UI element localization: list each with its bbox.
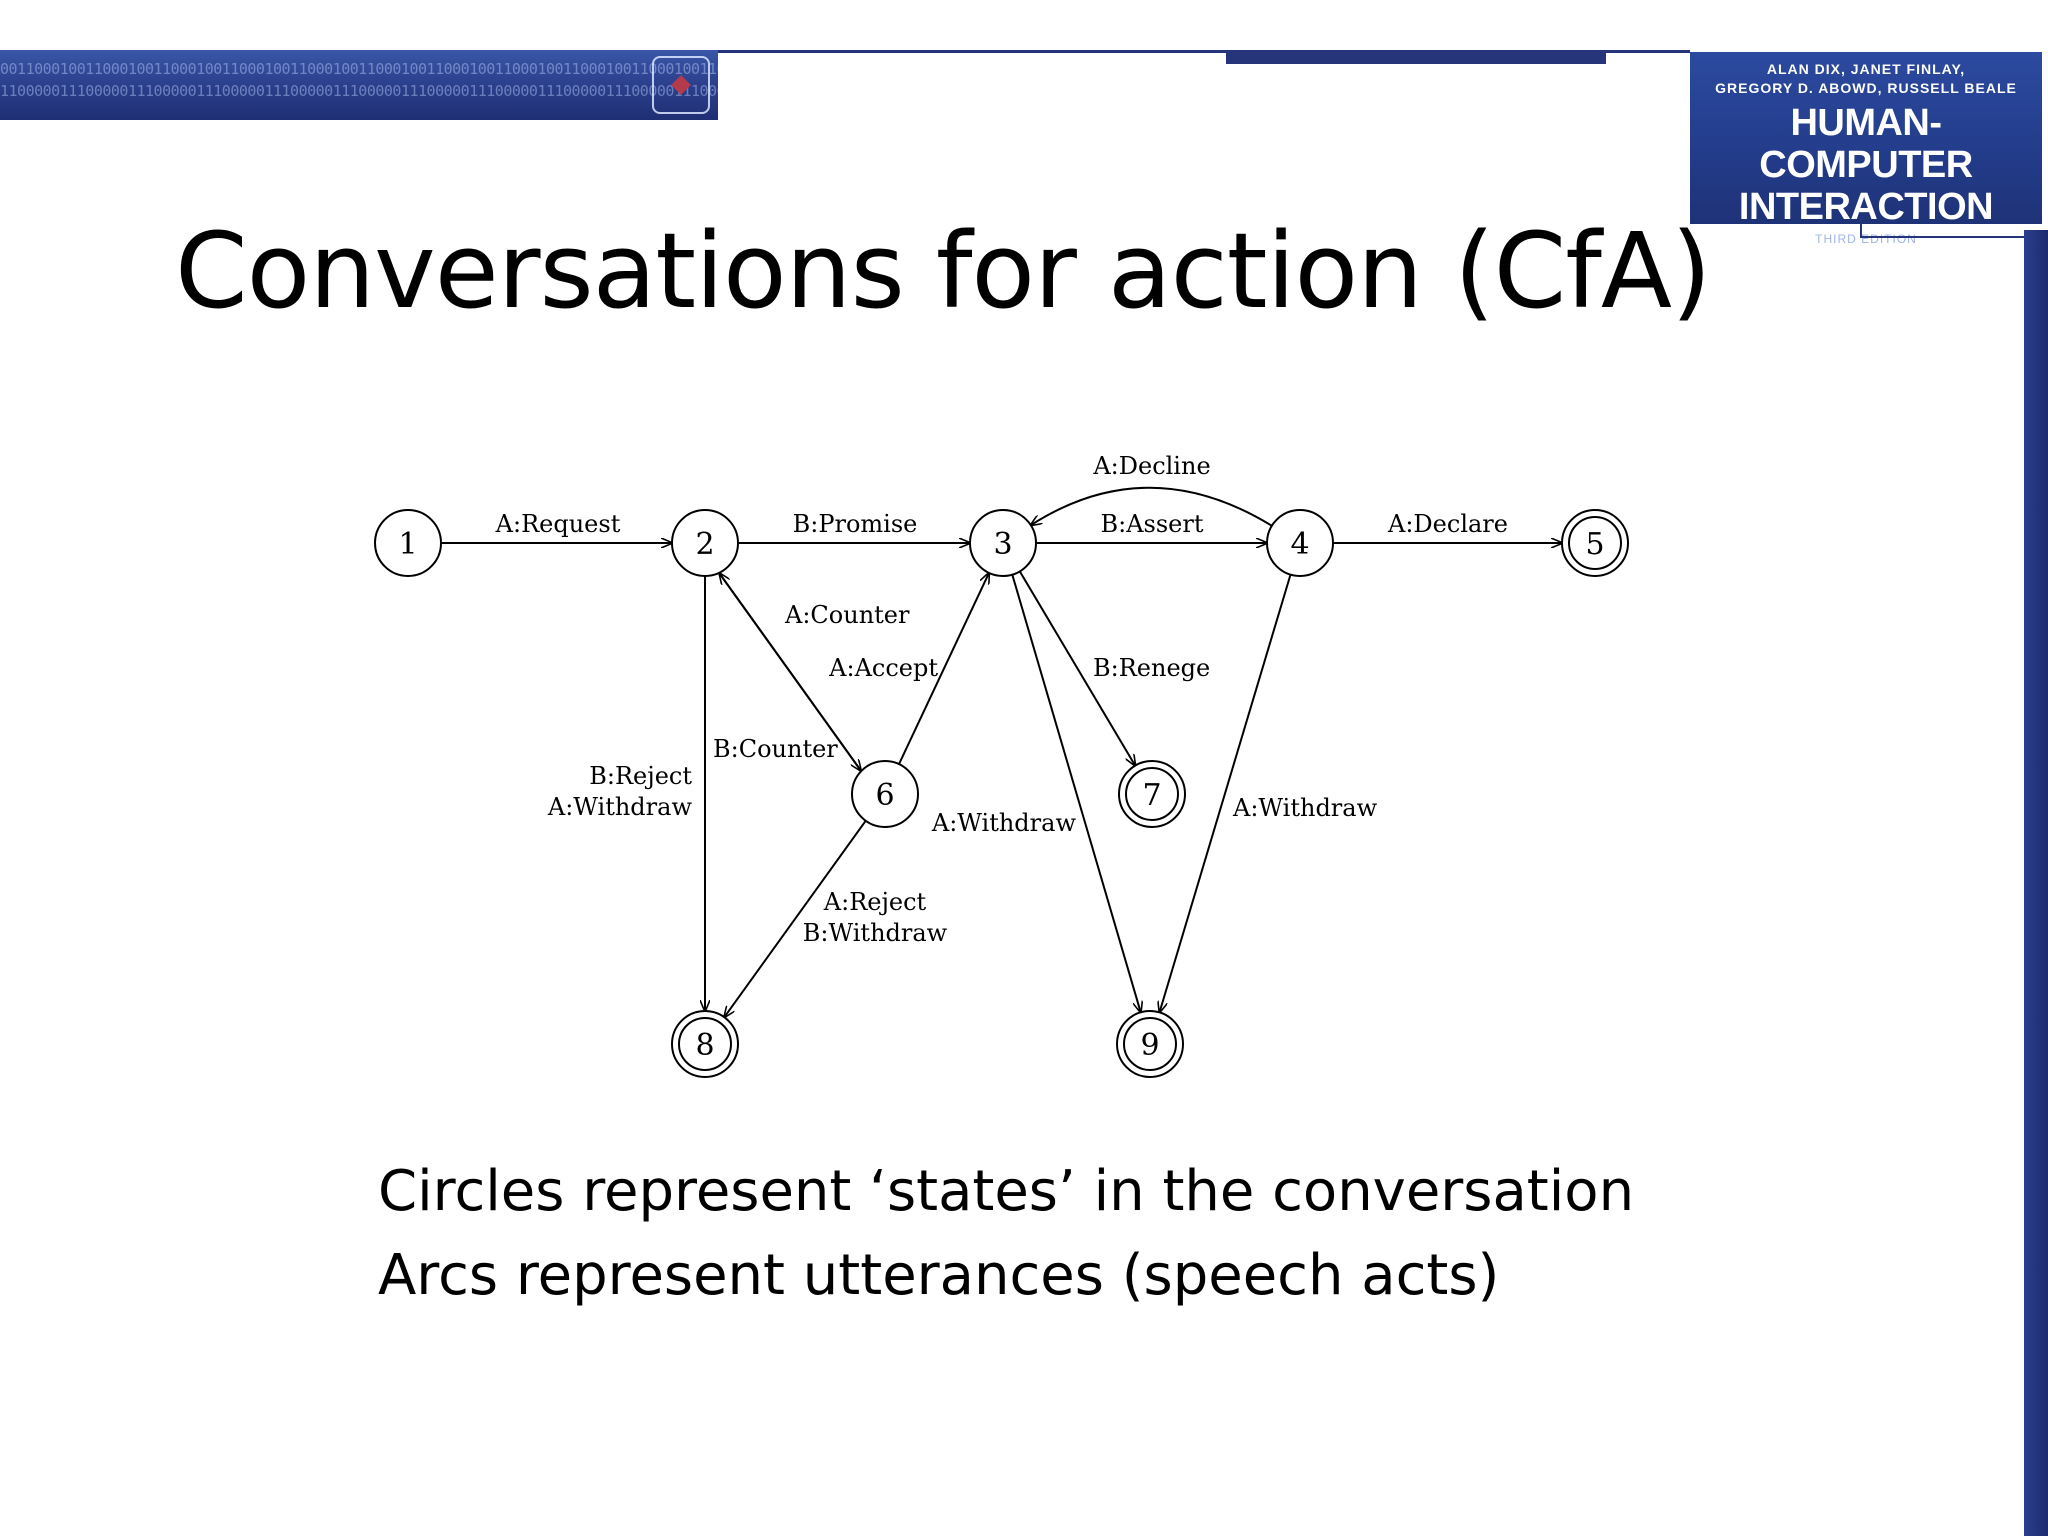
arc-label-4-to-5: A:Declare (1387, 510, 1508, 538)
state-circle (851, 760, 919, 828)
state-label: 9 (1140, 1028, 1159, 1063)
book-authors: ALAN DIX, JANET FINLAY, GREGORY D. ABOWD… (1715, 61, 2017, 96)
banner-binary-row-2: 1100000111000001110000011100000111000001… (0, 82, 718, 100)
state-label: 1 (398, 527, 417, 562)
state-6: 6 (851, 760, 919, 828)
arc-label-line: A:Withdraw (547, 793, 693, 821)
banner-logo-icon (652, 56, 710, 114)
state-label: 2 (695, 527, 714, 562)
state-circle (1118, 760, 1186, 828)
arc-4-to-9 (1160, 574, 1292, 1013)
arc-label-1-to-2: A:Request (495, 510, 621, 538)
states-layer: 1 2 3 4 5 6 7 8 9 (374, 509, 1629, 1078)
arc-label-line: B:Promise (793, 510, 918, 538)
state-8: 8 (671, 1010, 739, 1078)
arc-label-4-to-9: A:Withdraw (1232, 794, 1378, 822)
bullet-item-states: Circles represent ‘states’ in the conver… (378, 1159, 1635, 1224)
header-banner: 0011000100110001001100010011000100110001… (0, 50, 718, 120)
arc-label-line: A:Request (495, 510, 621, 538)
arc-label-line: A:Withdraw (931, 809, 1077, 837)
arc-label-3-to-9: A:Withdraw (931, 809, 1077, 837)
arc-label-2-to-3: B:Promise (793, 510, 918, 538)
bullet-list: Circles represent ‘states’ in the conver… (378, 1150, 1634, 1318)
state-final-ring (1125, 767, 1179, 821)
state-3: 3 (969, 509, 1037, 577)
state-circle (671, 1010, 739, 1078)
arc-label-line: A:Counter (784, 601, 910, 629)
arc-label-line: B:Reject (589, 762, 692, 790)
bullet-item-arcs: Arcs represent utterances (speech acts) (378, 1243, 1500, 1308)
arc-label-line: B:Renege (1093, 654, 1210, 682)
arcs-layer (441, 486, 1562, 1017)
state-2: 2 (671, 509, 739, 577)
arc-label-line: B:Counter (713, 735, 838, 763)
arc-label-3-to-4: B:Assert (1100, 510, 1203, 538)
state-circle (1266, 509, 1334, 577)
state-label: 4 (1290, 527, 1309, 562)
arc-label-4-to-3: A:Decline (1092, 452, 1210, 480)
slide-title: Conversations for action (CfA) (175, 210, 1712, 332)
arc-label-2-to-6: B:Counter (713, 735, 838, 763)
header-bar (1226, 50, 1606, 64)
state-label: 3 (993, 527, 1012, 562)
arc-label-line: A:Reject (823, 888, 927, 916)
state-final-ring (1123, 1017, 1177, 1071)
state-label: 6 (875, 778, 894, 813)
arc-label-line: B:Withdraw (803, 919, 948, 947)
state-5: 5 (1561, 509, 1629, 577)
state-circle (1116, 1010, 1184, 1078)
header-rule (718, 50, 1690, 53)
state-7: 7 (1118, 760, 1186, 828)
banner-binary-row-1: 0011000100110001001100010011000100110001… (0, 60, 718, 78)
arc-label-line: B:Assert (1100, 510, 1203, 538)
state-circle (969, 509, 1037, 577)
state-label: 7 (1142, 778, 1161, 813)
state-9: 9 (1116, 1010, 1184, 1078)
arc-label-6-to-2: A:Counter (784, 601, 910, 629)
book-edition: THIRD EDITION (1815, 232, 1917, 246)
arc-label-3-to-7: B:Renege (1093, 654, 1210, 682)
state-1: 1 (374, 509, 442, 577)
right-edge-strip (2024, 230, 2048, 1536)
arc-label-line: A:Withdraw (1232, 794, 1378, 822)
book-cover-bracket (1860, 218, 2048, 238)
state-circle (671, 509, 739, 577)
arc-4-to-3 (1031, 486, 1273, 526)
arc-label-6-to-3: A:Accept (828, 654, 938, 682)
arc-label-line: A:Accept (828, 654, 938, 682)
book-cover-logo: ALAN DIX, JANET FINLAY, GREGORY D. ABOWD… (1690, 52, 2042, 246)
arc-label-line: A:Decline (1092, 452, 1210, 480)
arc-label-line: A:Declare (1387, 510, 1508, 538)
arc-3-to-7 (1018, 570, 1135, 765)
state-label: 8 (695, 1028, 714, 1063)
book-title: HUMAN-COMPUTER INTERACTION (1738, 102, 1994, 228)
arc-3-to-9 (1011, 574, 1140, 1013)
state-label: 5 (1585, 527, 1604, 562)
arc-6-to-8 (724, 820, 867, 1017)
state-final-ring (678, 1017, 732, 1071)
state-final-ring (1568, 516, 1622, 570)
arc-2-to-6 (718, 572, 861, 770)
state-circle (374, 509, 442, 577)
arc-6-to-3 (898, 573, 989, 765)
state-4: 4 (1266, 509, 1334, 577)
state-circle (1561, 509, 1629, 577)
arc-labels-layer: A:Request B:Promise B:Assert A:Declare A:Dec… (495, 452, 1508, 947)
